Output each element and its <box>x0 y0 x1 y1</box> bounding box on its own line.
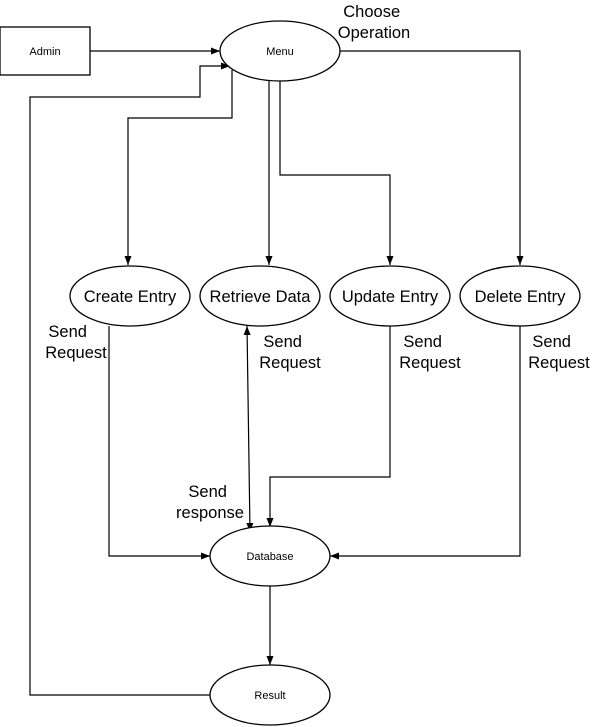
edge-database-retrieve-data-bidirectional <box>243 325 254 533</box>
node-result: Result <box>209 664 331 726</box>
node-retrieve-data: Retrieve Data <box>199 265 321 327</box>
node-create-entry: Create Entry <box>69 265 191 327</box>
label-choose-operation: Choose Operation <box>338 3 410 42</box>
admin-label: Admin <box>29 46 60 58</box>
menu-label: Menu <box>266 46 294 58</box>
edge-menu-to-create-entry <box>124 70 233 265</box>
create-entry-label: Create Entry <box>84 288 177 306</box>
node-admin: Admin <box>0 26 91 76</box>
edge-delete-entry-to-database <box>330 326 521 560</box>
label-send-request-retrieve: Send Request <box>259 333 321 372</box>
label-send-request-update: Send Request <box>399 333 461 372</box>
edge-result-to-menu <box>29 62 230 696</box>
edge-update-entry-to-database <box>266 326 391 527</box>
node-delete-entry: Delete Entry <box>459 265 581 327</box>
edge-create-entry-to-database <box>108 326 210 560</box>
update-entry-label: Update Entry <box>342 288 439 306</box>
label-send-request-delete: Send Request <box>528 333 590 372</box>
node-update-entry: Update Entry <box>329 265 451 327</box>
delete-entry-label: Delete Entry <box>475 288 567 306</box>
edge-menu-to-delete-entry <box>340 50 524 265</box>
edge-menu-to-update-entry <box>279 80 394 265</box>
result-label: Result <box>254 690 285 702</box>
node-menu: Menu <box>219 20 341 82</box>
database-label: Database <box>246 551 293 563</box>
node-database: Database <box>209 525 331 587</box>
label-send-request-create: Send Request <box>45 323 107 362</box>
retrieve-data-label: Retrieve Data <box>210 288 312 306</box>
label-send-response: Send response <box>176 483 244 522</box>
